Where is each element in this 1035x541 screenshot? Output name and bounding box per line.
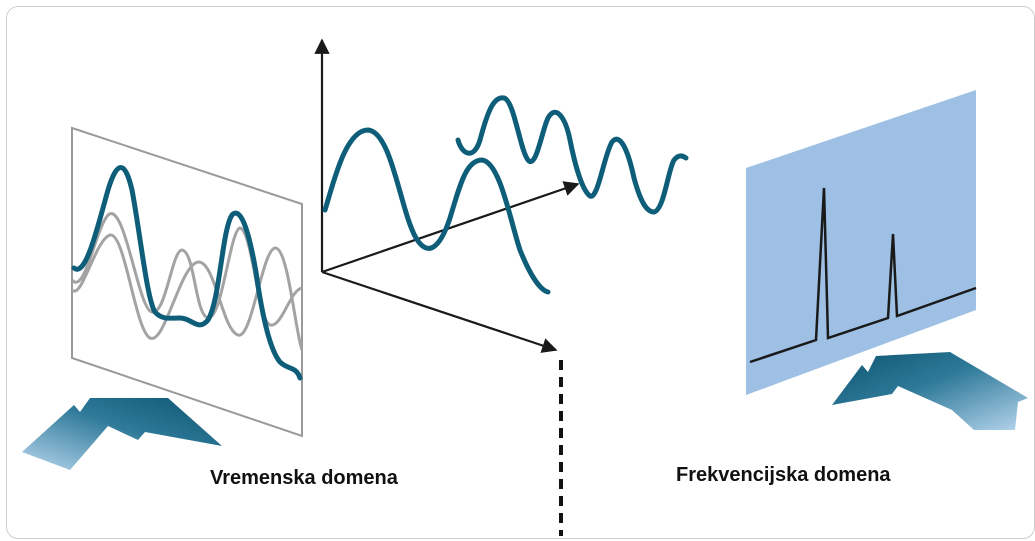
component-sine-low-frequency — [322, 127, 551, 295]
axis-frequency — [321, 181, 580, 274]
frequency-spectrum — [749, 187, 977, 364]
component-sine-high-frequency — [455, 95, 689, 215]
time-view-arrow — [22, 398, 222, 470]
time-domain-panel — [71, 126, 303, 438]
frequency-domain-label: Frekvencijska domena — [676, 464, 891, 486]
component-wave-2 — [72, 233, 302, 351]
composite-signal-time — [71, 165, 303, 381]
frequency-view-arrow — [832, 352, 1028, 430]
axis-time — [321, 270, 558, 353]
time-domain-label: Vremenska domena — [210, 467, 398, 489]
frequency-domain-panel — [746, 90, 976, 395]
